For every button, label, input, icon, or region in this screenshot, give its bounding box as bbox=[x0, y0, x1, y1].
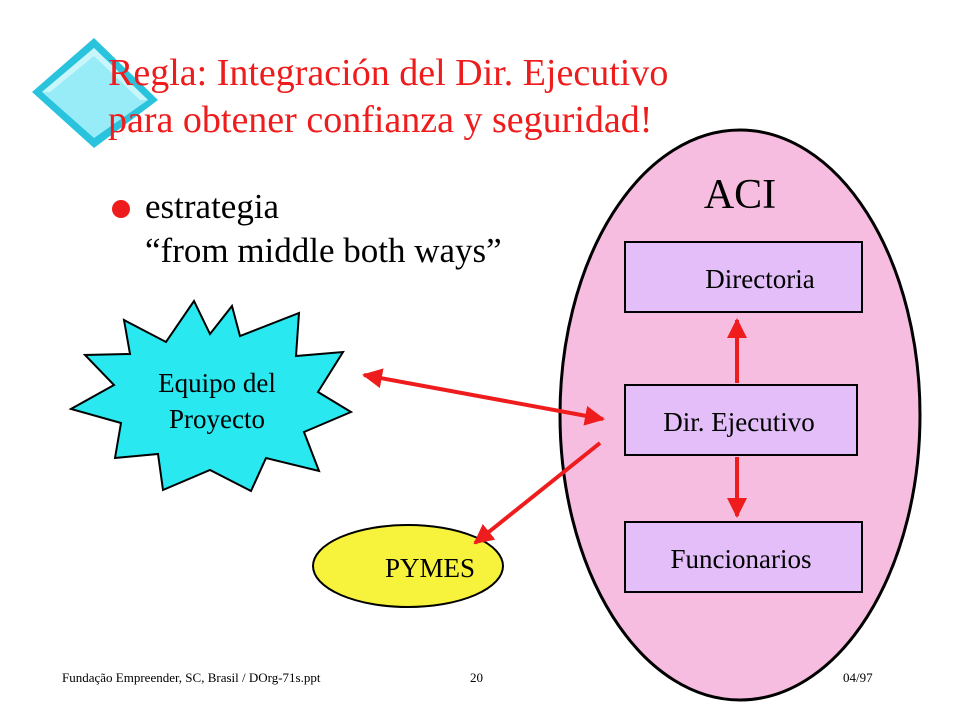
footer-date: 04/97 bbox=[843, 670, 873, 685]
footer-source: Fundação Empreender, SC, Brasil / DOrg-7… bbox=[62, 670, 321, 685]
aci-label: ACI bbox=[704, 172, 776, 218]
pymes-label: PYMES bbox=[385, 553, 475, 583]
bullet-line-2: “from middle both ways” bbox=[145, 231, 502, 270]
diamond-logo-icon bbox=[32, 38, 158, 148]
dir-ejecutivo-box bbox=[624, 384, 858, 456]
pymes-ellipse bbox=[312, 524, 504, 608]
funcionarios-box bbox=[624, 521, 863, 593]
arrow-team-ejecutivo bbox=[362, 368, 605, 426]
funcionarios-label: Funcionarios bbox=[671, 544, 812, 574]
dir-ejecutivo-label: Dir. Ejecutivo bbox=[663, 407, 814, 437]
directoria-box bbox=[624, 241, 863, 313]
bullet-dot-icon bbox=[112, 200, 130, 218]
arrow-ejecutivo-pymes bbox=[473, 441, 602, 545]
footer-page-number: 20 bbox=[470, 670, 483, 685]
team-label-line2: Proyecto bbox=[169, 404, 265, 434]
title-line-2: para obtener confianza y seguridad! bbox=[108, 99, 653, 141]
bullet-line-1: estrategia bbox=[145, 187, 280, 226]
title-line-1: Regla: Integración del Dir. Ejecutivo bbox=[108, 52, 669, 94]
bullet-text: estrategia “from middle both ways” bbox=[145, 185, 502, 273]
directoria-label: Directoria bbox=[705, 264, 814, 294]
team-label-line1: Equipo del bbox=[158, 368, 276, 398]
slide-title: Regla: Integración del Dir. Ejecutivo pa… bbox=[108, 50, 868, 144]
team-starburst bbox=[68, 299, 354, 493]
